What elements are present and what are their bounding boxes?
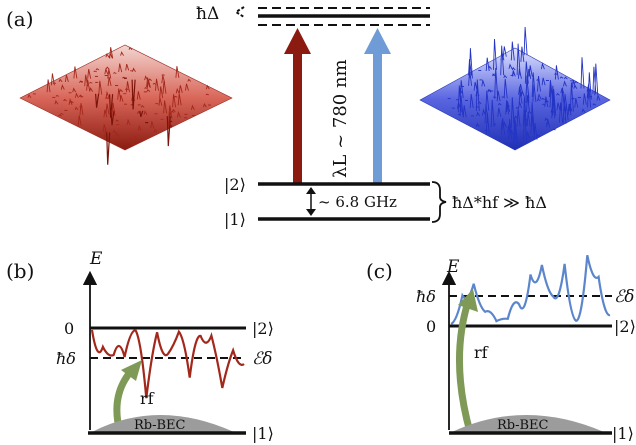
- panel-c-zero-label: 0: [426, 317, 436, 336]
- panel-a-label: (a): [6, 7, 34, 31]
- panel-b-energy-axis-label: E: [89, 249, 103, 269]
- panel-b-label: (b): [6, 259, 34, 283]
- panel-c-label: (c): [366, 259, 393, 283]
- right-brace-icon: [431, 181, 447, 223]
- panel-b-state1-label: |1⟩: [252, 424, 274, 443]
- panel-c-state2-label: |2⟩: [614, 317, 636, 336]
- panel-b-hdelta-label: ħδ: [56, 349, 76, 368]
- level-1-label: |1⟩: [224, 210, 246, 229]
- panel-c-hdelta-label: ħδ: [416, 287, 436, 306]
- brace-label: ħΔ*hf ≫ ħΔ: [452, 193, 547, 212]
- red-disorder-surface-icon: [19, 44, 233, 165]
- blue-laser-arrow: [364, 28, 391, 184]
- panel-b-rf-label: rf: [140, 389, 155, 408]
- panel-c-bec-cloud: [452, 415, 604, 432]
- panel-b-epsilon-label: ℰδ: [252, 349, 273, 369]
- panel-b-bec-cloud: [92, 415, 234, 432]
- blue-disorder-surface-icon: [419, 26, 611, 151]
- panel-c-energy-axis-label: E: [446, 257, 460, 277]
- upper-level: [234, 6, 430, 26]
- splitting-double-arrow: [306, 187, 316, 216]
- upper-level-label: ħΔ: [196, 4, 219, 24]
- level-2-label: |2⟩: [224, 175, 246, 194]
- panel-c-rf-arrow: [456, 289, 478, 433]
- panel-b-bec-label: Rb-BEC: [134, 418, 186, 433]
- panel-c-epsilon-label: ℰδ: [614, 287, 635, 307]
- splitting-label: ~ 6.8 GHz: [318, 193, 397, 211]
- panel-b-zero-label: 0: [64, 319, 74, 338]
- panel-b-potential-curve: [90, 328, 245, 399]
- red-laser-arrow: [284, 28, 311, 184]
- wavelength-label: λL ~ 780 nm: [330, 59, 351, 178]
- panel-c-potential-curve: [450, 254, 611, 326]
- panel-c-rf-label: rf: [474, 343, 489, 362]
- panel-b-state2-label: |2⟩: [252, 319, 274, 338]
- panel-c-state1-label: |1⟩: [612, 424, 634, 443]
- panel-c-bec-label: Rb-BEC: [497, 418, 549, 433]
